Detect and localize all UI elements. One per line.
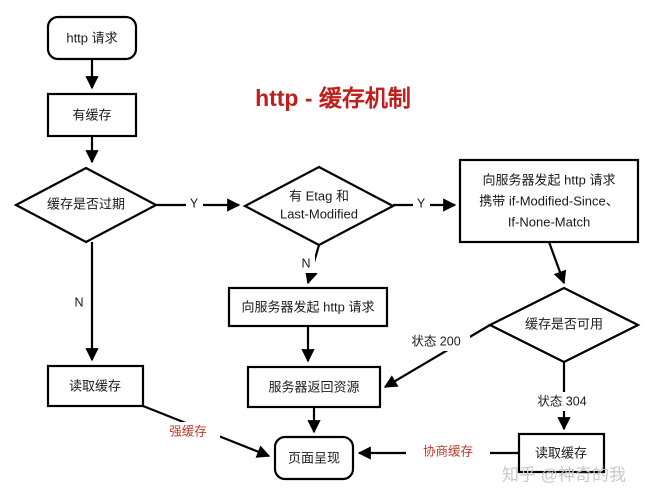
node-layer: http 请求 有缓存 缓存是否过期 有 Etag 和 Last-Modifie… [13,15,641,481]
node-http-request-label: http 请求 [66,30,117,45]
edge-label-no-etag: N [301,256,310,270]
node-has-cache-label: 有缓存 [72,107,111,122]
edge-label-status-304: 状态 304 [537,394,586,408]
node-read-cache-right[interactable]: 读取缓存 [517,432,606,474]
node-plain-request[interactable]: 向服务器发起 http 请求 [227,286,389,328]
edge-label-yes-expired: Y [190,196,199,210]
node-page-render-label: 页面呈现 [288,450,340,465]
node-read-cache-left[interactable]: 读取缓存 [46,364,145,408]
label-bg-status-304 [528,392,596,411]
node-cache-expired-label: 缓存是否过期 [47,196,125,211]
node-plain-request-shape [227,286,389,328]
node-read-cache-left-label: 读取缓存 [69,378,121,393]
label-bg-yes-etag [413,195,430,212]
node-server-returns-label: 服务器返回资源 [268,379,359,394]
node-read-cache-right-label: 读取缓存 [535,445,587,460]
node-conditional-request-shape [458,158,640,244]
node-server-returns[interactable]: 服务器返回资源 [246,365,382,409]
label-bg-strong-cache [156,422,220,441]
node-cache-usable-label: 缓存是否可用 [525,316,603,331]
label-bg-yes-expired [186,195,203,212]
label-bg-status-200 [402,332,470,351]
node-has-etag-label-line2: Last-Modified [280,206,358,221]
node-page-render[interactable]: 页面呈现 [273,435,355,481]
node-plain-request-label: 向服务器发起 http 请求 [242,299,375,314]
node-cache-usable[interactable]: 缓存是否可用 [487,286,641,364]
edge-label-status-200: 状态 200 [411,334,460,348]
edge-label-no-expired: N [74,295,83,309]
edge-label-layer: Y N Y N 状态 200 状态 304 强缓存 协商缓存 [71,195,596,462]
node-has-etag[interactable]: 有 Etag 和 Last-Modified [242,165,396,247]
node-cache-expired-shape [13,166,159,244]
edge-label-negotiate-cache: 协商缓存 [423,443,473,458]
node-read-cache-right-shape [517,432,606,474]
edge-usable-status200 [383,324,491,388]
node-conditional-request-label-line3: If-None-Match [508,214,590,229]
node-read-cache-left-shape [46,364,145,408]
node-conditional-request-label-line1: 向服务器发起 http 请求 [483,172,616,187]
watermark-text: 知乎 @神奇的我 [502,465,626,484]
node-has-etag-shape [242,165,396,247]
node-conditional-request-label-line2: 携带 if-Modified-Since、 [479,193,618,208]
node-has-cache[interactable]: 有缓存 [46,92,138,138]
node-cache-expired[interactable]: 缓存是否过期 [13,166,159,244]
edge-condreq-to-usable [547,241,567,285]
label-bg-no-etag [298,255,315,273]
node-has-etag-label-line1: 有 Etag 和 [289,188,349,203]
node-cache-usable-shape [487,286,641,364]
node-server-returns-shape [246,365,382,409]
label-bg-negotiate-cache [406,443,490,462]
edge-label-yes-etag: Y [417,196,426,210]
node-has-cache-shape [46,92,138,138]
edge-label-strong-cache: 强缓存 [169,424,207,438]
label-bg-no-expired [71,294,88,312]
node-http-request-shape [46,15,138,61]
node-http-request[interactable]: http 请求 [46,15,138,61]
node-page-render-shape [273,435,355,481]
page-title: http - 缓存机制 [255,85,411,111]
node-conditional-request[interactable]: 向服务器发起 http 请求 携带 if-Modified-Since、 If-… [458,158,640,244]
